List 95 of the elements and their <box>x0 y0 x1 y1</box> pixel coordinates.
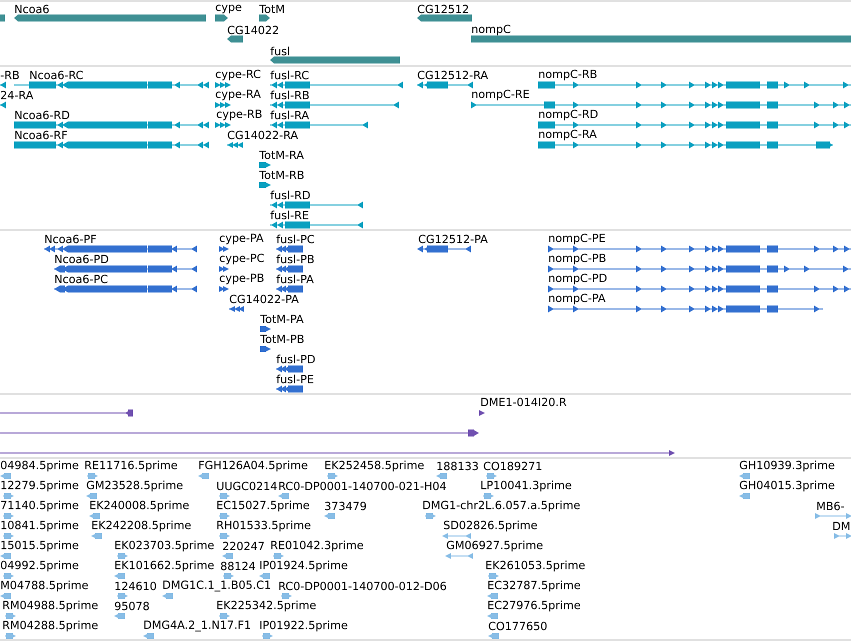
gene-label: CG14022 <box>228 26 278 34</box>
gene-label: EK023703.5prime <box>115 540 214 552</box>
gene-label: RM04288.5prime <box>3 620 98 632</box>
gene-label: CG12512-PA <box>418 234 488 244</box>
gene-label: cype-RC <box>216 70 260 80</box>
gene-label: DMG1C.1_1.B05.C1 <box>163 580 270 592</box>
gene-label: CG14022-RA <box>228 130 298 140</box>
gene-label: MB6- <box>817 502 844 510</box>
gene-label: Ncoa6-PC <box>55 274 108 284</box>
gene-label: CG12512-RA <box>418 70 488 80</box>
gene-label: 24-RA <box>1 90 34 100</box>
gene-label: EK252458.5prime <box>325 460 424 472</box>
gene-label: RE01042.3prime <box>271 540 364 552</box>
gene-label: -RB <box>0 70 19 80</box>
gene-label: EC15027.5prime <box>217 500 310 512</box>
gene-label: nompC-PA <box>549 294 606 304</box>
gene-label: fusl-PE <box>276 374 314 384</box>
gene-label: 95078 <box>114 602 149 610</box>
gene-label: 04992.5prime <box>0 560 78 572</box>
gene-label: cype-RA <box>216 90 261 100</box>
gene-label: fusl-PB <box>276 254 314 264</box>
gene-label: 188133 <box>437 462 478 470</box>
gene-label: IP01922.5prime <box>260 620 348 632</box>
gene-label: RC0-DP0001-140700-012-D06 <box>279 582 446 590</box>
gene-label: Ncoa6-PF <box>45 234 96 244</box>
gene-label: RE11716.5prime <box>85 460 178 472</box>
gene-label: EK101662.5prime <box>115 560 214 572</box>
gene-label: nompC-RA <box>539 130 597 140</box>
gene-label: 88124 <box>220 562 256 570</box>
gene-label: RH01533.5prime <box>217 520 310 532</box>
gene-label: nompC <box>472 24 510 36</box>
gene-label: 71140.5prime <box>1 500 78 512</box>
gene-label: 04984.5prime <box>0 460 78 472</box>
gene-label: GH04015.3prime <box>740 480 834 492</box>
gene-label: cype-RB <box>216 110 262 120</box>
gene-label: GM06927.5prime <box>446 540 543 552</box>
gene-label: nompC-PD <box>549 274 607 284</box>
gene-label: M04788.5prime <box>1 580 88 592</box>
gene-label: CO189271 <box>484 462 542 470</box>
gene-label: fusl-RA <box>270 110 309 120</box>
gene-label: EK242208.5prime <box>92 520 191 532</box>
gene-label: EC32787.5prime <box>488 580 580 592</box>
gene-label: fusl-PC <box>276 234 314 244</box>
gene-label: 373479 <box>325 502 366 510</box>
gene-label: EK240008.5prime <box>90 500 189 512</box>
gene-label: EK225342.5prime <box>217 600 316 612</box>
gene-label: TotM-RA <box>259 150 304 160</box>
gene-label: cype-PA <box>220 234 264 244</box>
gene-label: fusl-RE <box>270 210 308 220</box>
gene-label: RC0-DP0001-140700-021-H04 <box>279 482 446 490</box>
gene-label: 220247 <box>223 542 264 550</box>
gene-label: Ncoa6-RD <box>15 110 70 120</box>
gene-label: DMG4A.2_1.N17.F1 <box>144 620 250 632</box>
gene-label: UUGC0214 <box>217 482 277 490</box>
gene-label: TotM <box>259 4 284 14</box>
gene-label: 15015.5prime <box>1 540 78 552</box>
gene-label: GM23528.5prime <box>86 480 183 492</box>
gene-label: FGH126A04.5prime <box>199 460 308 472</box>
gene-label: SD02826.5prime <box>444 520 537 532</box>
gene-label: Ncoa6-PD <box>55 254 108 264</box>
gene-label: EC27976.5prime <box>488 600 580 612</box>
gene-label: nompC-RE <box>472 90 529 100</box>
gene-label: Ncoa6-RF <box>15 130 67 140</box>
gene-label: Ncoa6 <box>15 4 49 14</box>
gene-label: nompC-RD <box>539 110 598 120</box>
gene-label: Ncoa6-RC <box>30 70 83 80</box>
gene-label: cype-PB <box>220 274 264 284</box>
gene-label: LP10041.3prime <box>481 480 572 492</box>
gene-label: 124610 <box>115 582 156 590</box>
gene-label: CO177650 <box>488 622 547 630</box>
gene-label: cype-PC <box>220 254 264 264</box>
gene-label: nompC-RB <box>539 70 596 80</box>
gene-label: nompC-PB <box>549 254 606 264</box>
gene-label: fusl-PA <box>276 274 314 284</box>
gene-label: EK261053.5prime <box>486 560 585 572</box>
gene-label: fusl-RB <box>270 90 309 100</box>
gene-label: RM04988.5prime <box>3 600 98 612</box>
gene-label: GH10939.3prime <box>740 460 834 472</box>
gene-label: fusl <box>270 46 290 56</box>
gene-label: 10841.5prime <box>1 520 78 532</box>
gene-label: cype <box>216 4 242 14</box>
gene-label: fusl-RC <box>270 70 309 80</box>
gene-label: CG12512 <box>418 4 468 14</box>
gene-label: DM <box>833 522 850 530</box>
gene-label: TotM-PA <box>260 314 304 324</box>
gene-label: CG14022-PA <box>230 294 299 304</box>
gene-label: IP01924.5prime <box>260 560 348 572</box>
gene-label: TotM-PB <box>260 334 304 344</box>
gene-label: DMG1-chr2L.6.057.a.5prime <box>423 500 580 512</box>
gene-label: TotM-RB <box>259 170 304 180</box>
gene-label: fusl-PD <box>276 354 315 364</box>
gene-label: 12279.5prime <box>1 480 78 492</box>
gene-label: fusl-RD <box>270 190 310 200</box>
gene-label: DME1-014I20.R <box>481 398 566 406</box>
gene-label: nompC-PE <box>549 234 605 244</box>
